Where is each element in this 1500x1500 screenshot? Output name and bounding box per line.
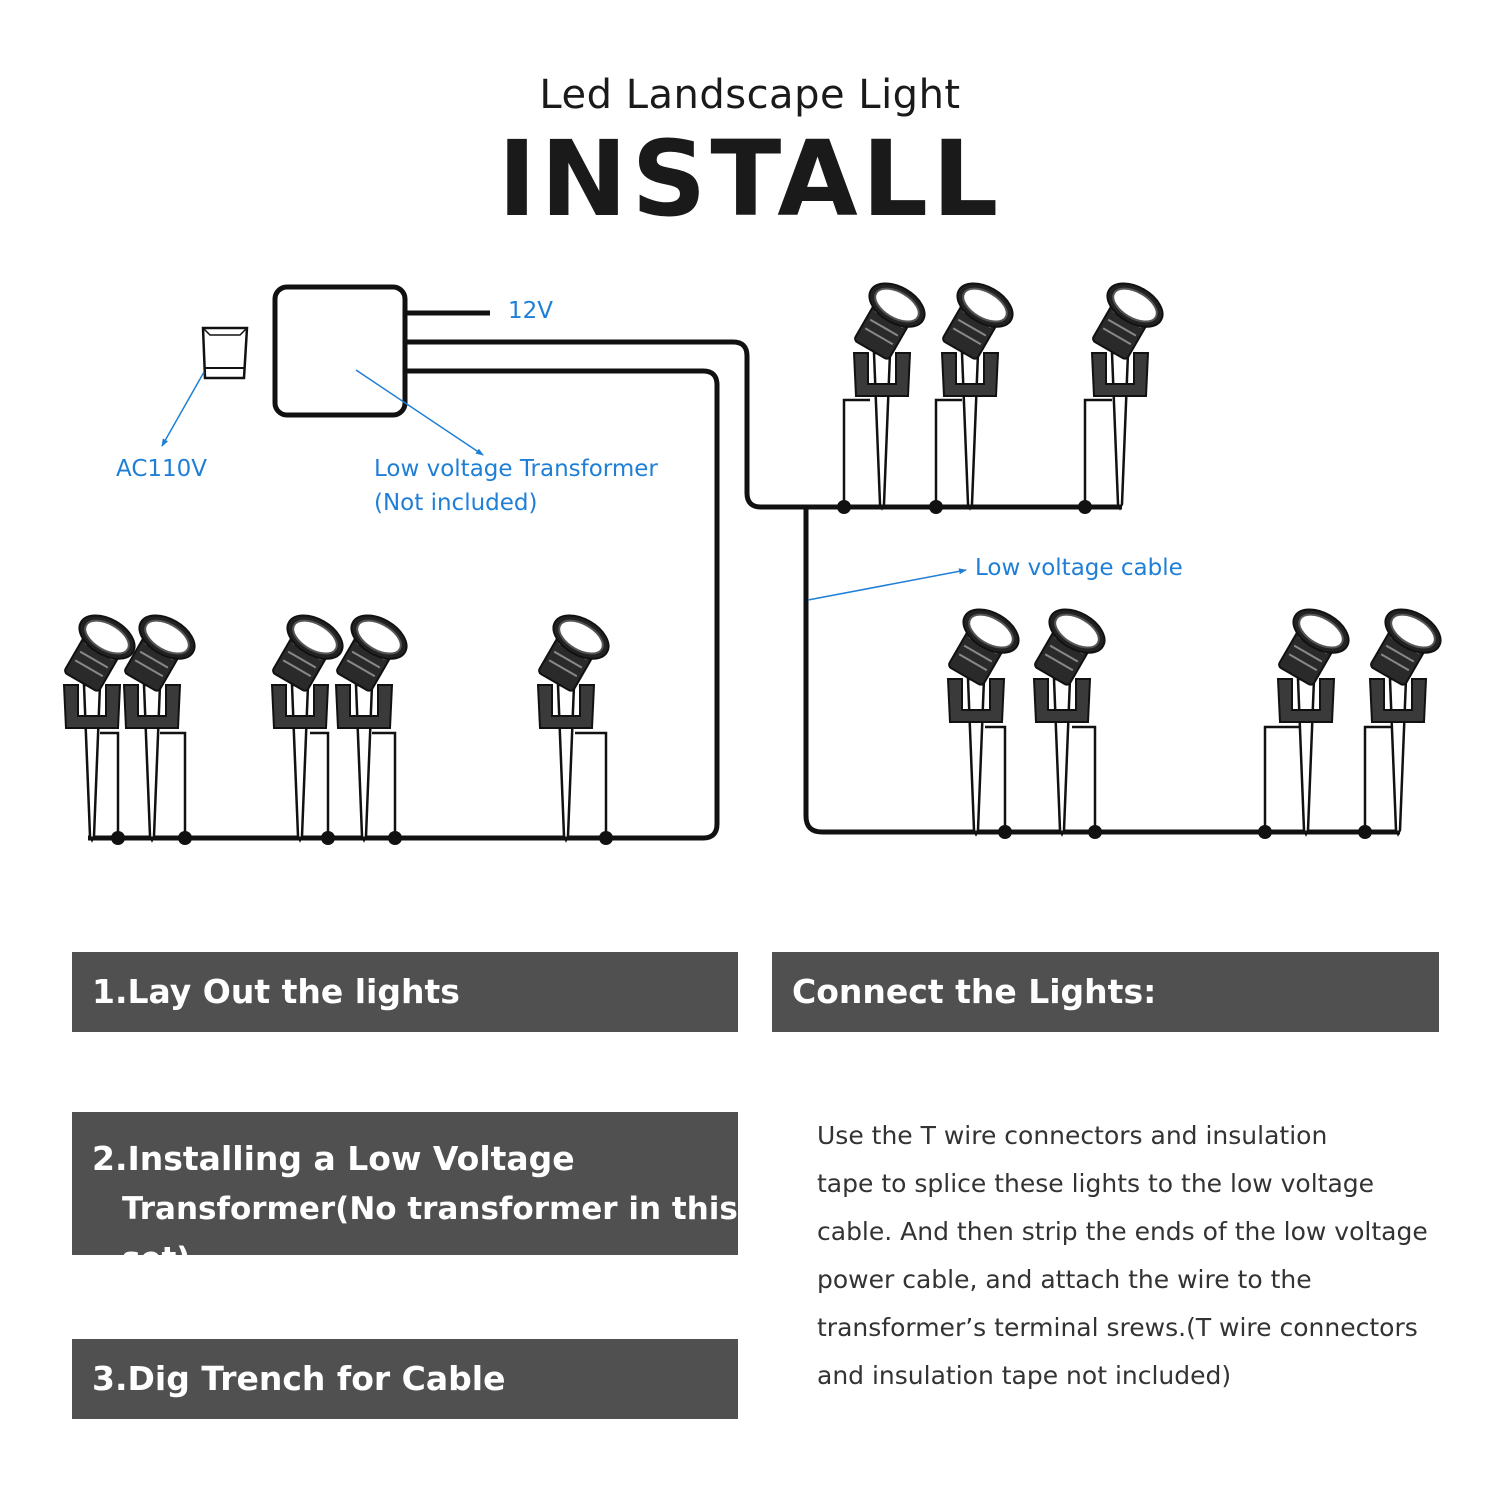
wiring-diagram <box>53 273 1450 845</box>
garden-spotlight-icon <box>527 605 618 842</box>
label-transformer: Low voltage Transformer <box>374 456 658 482</box>
connect-line-6: and insulation tape not included) <box>817 1361 1232 1390</box>
connect-line-1: Use the T wire connectors and insulation <box>817 1121 1328 1150</box>
step-3-text: 3.Dig Trench for Cable <box>92 1359 506 1398</box>
step-1-bar: 1.Lay Out the lights <box>72 952 738 1032</box>
garden-spotlight-icon <box>1359 599 1450 836</box>
garden-spotlight-icon <box>931 273 1022 510</box>
connect-description: Use the T wire connectors and insulation… <box>817 1112 1457 1400</box>
wall-adapter-icon <box>201 326 249 380</box>
spotlight-group-right <box>937 599 1450 836</box>
step-2-text-line2: Transformer(No transformer in this set) <box>122 1191 738 1277</box>
connect-heading-bar: Connect the Lights: <box>772 952 1439 1032</box>
label-12v: 12V <box>508 298 554 324</box>
label-transformer-note: (Not included) <box>374 490 538 516</box>
garden-spotlight-icon <box>937 599 1028 836</box>
garden-spotlight-icon <box>1267 599 1358 836</box>
cable-to-bottom-right <box>803 507 1400 835</box>
spotlight-group-left <box>53 605 618 842</box>
connect-line-3: cable. And then strip the ends of the lo… <box>817 1217 1428 1246</box>
step-1-text: 1.Lay Out the lights <box>92 972 460 1011</box>
diagram-subtitle: Led Landscape Light <box>539 72 961 118</box>
step-2-text-line1: 2.Installing a Low Voltage <box>92 1139 575 1178</box>
cable-to-top-right <box>405 339 1122 510</box>
junction-dots <box>111 500 1372 845</box>
light-pigtails <box>100 398 1395 838</box>
connect-heading: Connect the Lights: <box>792 972 1157 1011</box>
label-cable: Low voltage cable <box>975 555 1183 581</box>
garden-spotlight-icon <box>1081 273 1172 510</box>
connect-line-2: tape to splice these lights to the low v… <box>817 1169 1375 1198</box>
garden-spotlight-icon <box>1023 599 1114 836</box>
spotlight-group-top <box>843 273 1172 510</box>
connect-line-4: power cable, and attach the wire to the <box>817 1265 1312 1294</box>
step-3-bar: 3.Dig Trench for Cable <box>72 1339 738 1419</box>
cable-to-left <box>88 368 720 841</box>
connect-line-5: transformer’s terminal srews.(T wire con… <box>817 1313 1418 1342</box>
annotation-arrows <box>161 369 967 601</box>
label-ac110v: AC110V <box>116 456 208 482</box>
garden-spotlight-icon <box>843 273 934 510</box>
transformer-box-icon <box>272 284 408 418</box>
diagram-title: INSTALL <box>497 118 1003 240</box>
step-2-bar: 2.Installing a Low Voltage Transformer(N… <box>72 1112 738 1277</box>
